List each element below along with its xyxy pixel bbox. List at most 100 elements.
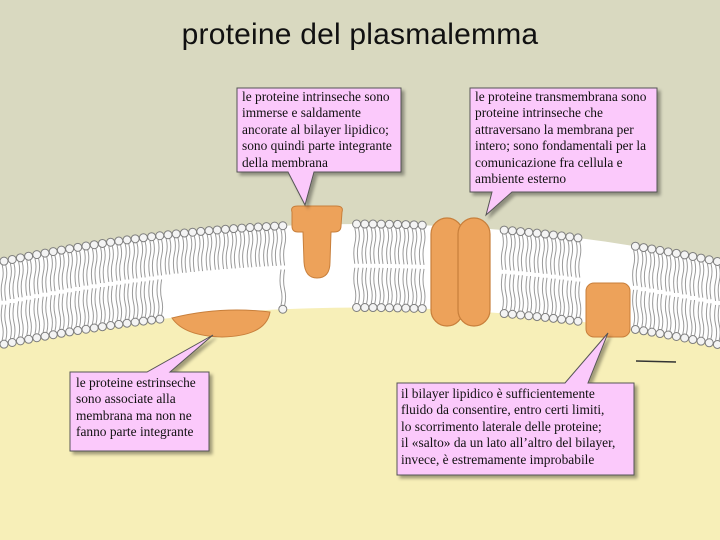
lipid-tail xyxy=(517,235,521,272)
lipid-head xyxy=(106,320,116,330)
lipid-tail xyxy=(205,234,209,271)
lipid-head xyxy=(0,339,9,349)
lipid-tail xyxy=(701,261,705,298)
lipid-tail xyxy=(369,227,373,264)
lipid-head xyxy=(516,310,526,320)
lipid-tail xyxy=(164,238,168,275)
lipid-head xyxy=(261,222,271,232)
lipid-head xyxy=(393,303,403,313)
lipid-head xyxy=(384,219,394,229)
lipid-tail xyxy=(143,241,147,278)
lipid-tail xyxy=(397,228,401,265)
lipid-tail xyxy=(533,276,537,313)
lateral-protein xyxy=(585,282,631,338)
lipid-head xyxy=(671,248,681,258)
lipid-head xyxy=(532,228,542,238)
lipid-head xyxy=(417,304,427,314)
lipid-tail xyxy=(189,236,193,272)
lipid-tail xyxy=(86,249,90,286)
lipid-head xyxy=(122,318,132,328)
lipid-tail xyxy=(397,268,401,305)
lipid-tail xyxy=(553,278,557,315)
lipid-tail xyxy=(676,296,680,333)
lipid-tail xyxy=(693,299,697,336)
lipid-head xyxy=(114,319,124,329)
lipid-head xyxy=(24,251,34,261)
lipid-tail xyxy=(377,267,381,304)
lipid-tail xyxy=(78,290,82,327)
lipid-tail xyxy=(25,260,29,296)
lipid-head xyxy=(393,219,403,229)
lipid-tail xyxy=(353,227,357,264)
lipid-tail xyxy=(82,289,86,326)
lipid-tail xyxy=(4,304,8,341)
lipid-head xyxy=(32,250,42,260)
lipid-tail xyxy=(693,260,697,297)
lipid-tail xyxy=(250,231,254,268)
lipid-tail xyxy=(545,277,549,314)
lipid-tail xyxy=(151,240,155,277)
lipid-head xyxy=(270,221,280,231)
lipid-head xyxy=(409,220,419,230)
lipid-head xyxy=(557,231,567,241)
lipid-tail xyxy=(181,236,185,273)
lipid-head xyxy=(15,336,25,346)
lipid-head xyxy=(647,327,657,337)
lipid-tail xyxy=(640,291,644,327)
lipid-tail xyxy=(717,265,720,302)
lipid-tail xyxy=(640,251,644,288)
lipid-head xyxy=(630,324,640,334)
lipid-tail xyxy=(49,295,53,331)
lipid-head xyxy=(114,236,124,246)
lipid-head xyxy=(229,224,239,234)
lipid-head xyxy=(130,317,140,327)
lipid-tail xyxy=(369,267,373,304)
lipid-tail xyxy=(566,240,570,277)
lipid-tail xyxy=(561,239,565,276)
lipid-head xyxy=(179,228,189,238)
lipid-tail xyxy=(684,298,688,335)
lipid-tail xyxy=(520,275,524,312)
lipid-head xyxy=(401,220,411,230)
lipid-tail xyxy=(541,237,545,274)
lipid-head xyxy=(40,248,50,258)
lipid-head xyxy=(524,311,534,321)
callout-transmembrane xyxy=(469,87,658,217)
lipid-tail xyxy=(673,257,677,293)
lipid-head xyxy=(499,225,509,235)
lipid-tail xyxy=(225,233,229,270)
lipid-tail xyxy=(82,249,86,286)
lipid-tail xyxy=(578,241,582,278)
lipid-head xyxy=(516,227,526,237)
lipid-head xyxy=(89,240,99,250)
lipid-head xyxy=(24,334,34,344)
lipid-tail xyxy=(41,296,45,333)
lipid-head xyxy=(557,314,567,324)
lipid-tail xyxy=(656,293,660,330)
lipid-tail xyxy=(389,267,393,304)
lipid-head xyxy=(548,313,558,323)
lipid-head xyxy=(81,324,91,334)
lipid-tail xyxy=(537,237,541,273)
lipid-tail xyxy=(49,255,53,292)
lipid-tail xyxy=(20,261,24,298)
lipid-tail xyxy=(356,227,360,264)
lipid-tail xyxy=(632,289,636,326)
lipid-tail xyxy=(709,303,713,339)
lipid-head xyxy=(409,303,419,313)
lipid-tail xyxy=(418,268,422,305)
lipid-tail xyxy=(12,263,16,300)
lipid-head xyxy=(155,314,165,324)
lipid-tail xyxy=(74,290,78,327)
lipid-tail xyxy=(197,235,201,272)
lipid-tail xyxy=(517,275,521,312)
lipid-head xyxy=(507,309,517,319)
lipid-head xyxy=(712,256,720,266)
lipid-head xyxy=(680,250,690,260)
lipid-head xyxy=(97,322,107,332)
lipid-tail xyxy=(574,281,578,318)
lipid-head xyxy=(97,238,107,248)
lipid-tail xyxy=(714,265,718,302)
lipid-tail xyxy=(402,268,406,305)
lipid-tail xyxy=(148,280,152,317)
